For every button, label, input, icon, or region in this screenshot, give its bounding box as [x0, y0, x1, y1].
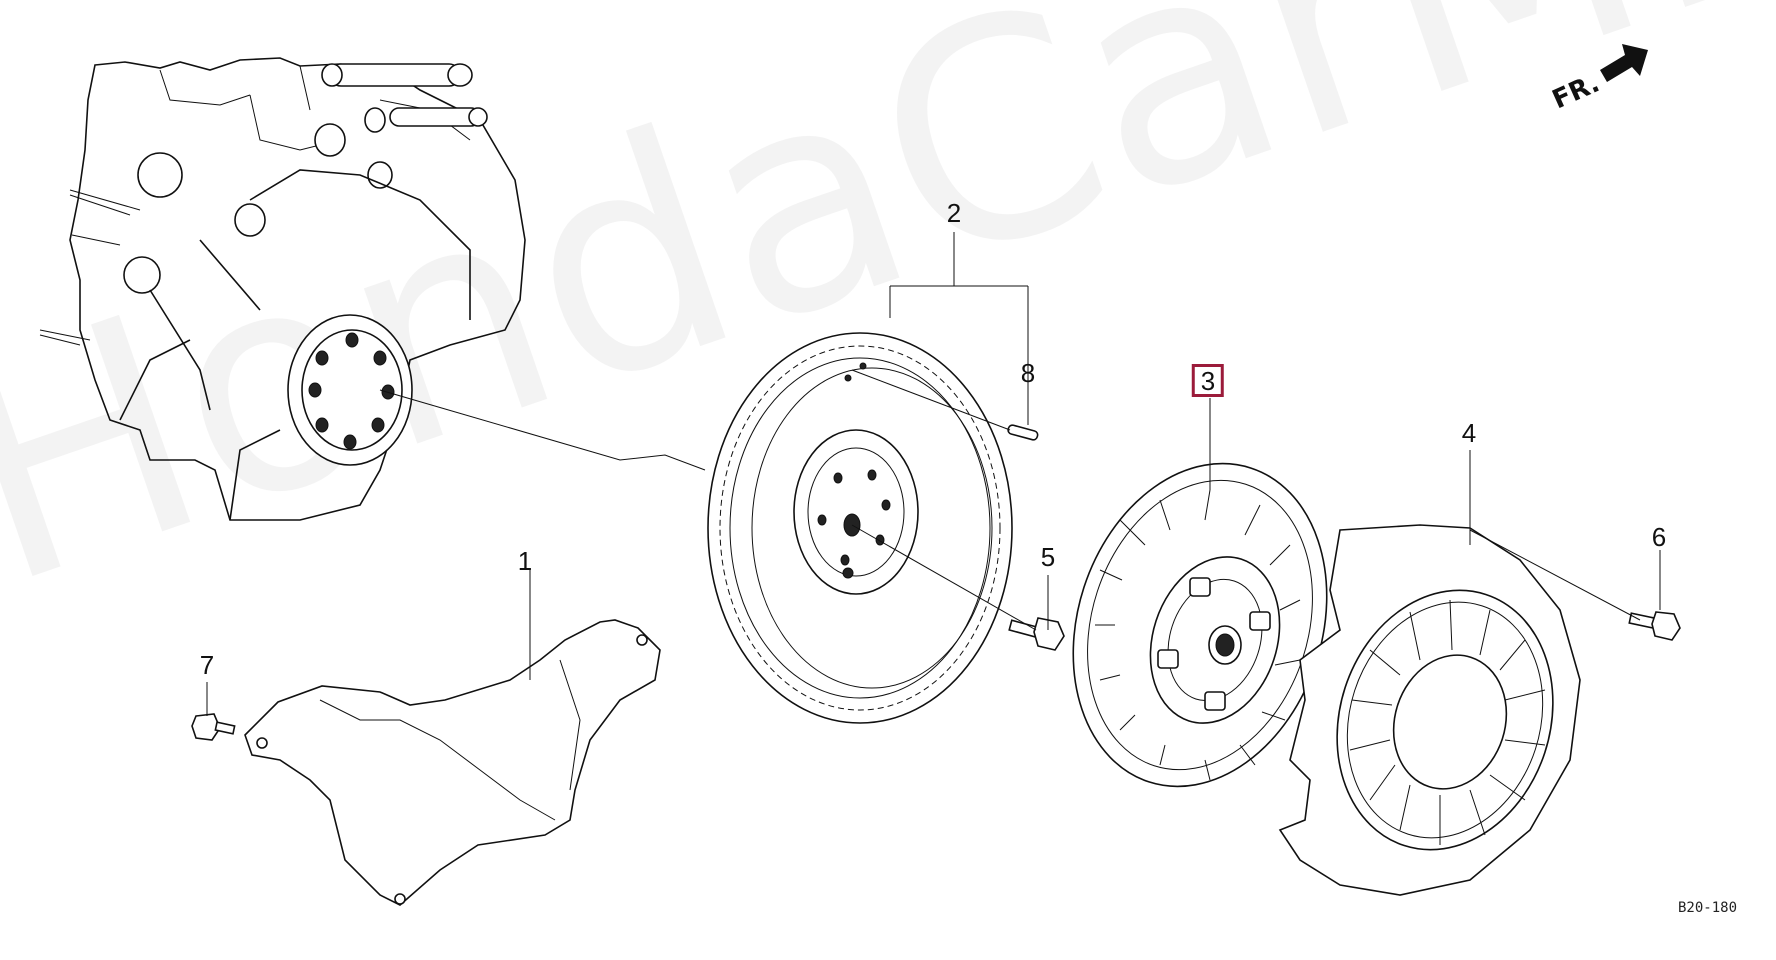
callout-6[interactable]: 6: [1651, 522, 1667, 552]
flywheel-bolt: [1008, 617, 1065, 651]
callout-2[interactable]: 2: [946, 198, 962, 228]
callout-7[interactable]: 7: [199, 650, 215, 680]
callout-5[interactable]: 5: [1040, 542, 1056, 572]
pressure-plate-bolt: [1628, 611, 1681, 641]
clutch-cover: [244, 619, 661, 906]
diagram-code: B20-180: [1678, 900, 1738, 916]
pressure-plate: [1278, 524, 1581, 896]
callout-1[interactable]: 1: [517, 546, 533, 576]
cover-bolt: [191, 713, 236, 741]
callout-8[interactable]: 8: [1020, 358, 1036, 388]
callout-3[interactable]: 3: [1191, 364, 1225, 397]
flywheel: [707, 332, 1013, 724]
dowel-pin: [1007, 424, 1039, 441]
callout-4[interactable]: 4: [1461, 418, 1477, 448]
engine-block: [39, 57, 526, 521]
clutch-disc: [1072, 462, 1328, 788]
front-arrow-icon: [1600, 44, 1648, 82]
leader-lines: [206, 232, 1661, 716]
